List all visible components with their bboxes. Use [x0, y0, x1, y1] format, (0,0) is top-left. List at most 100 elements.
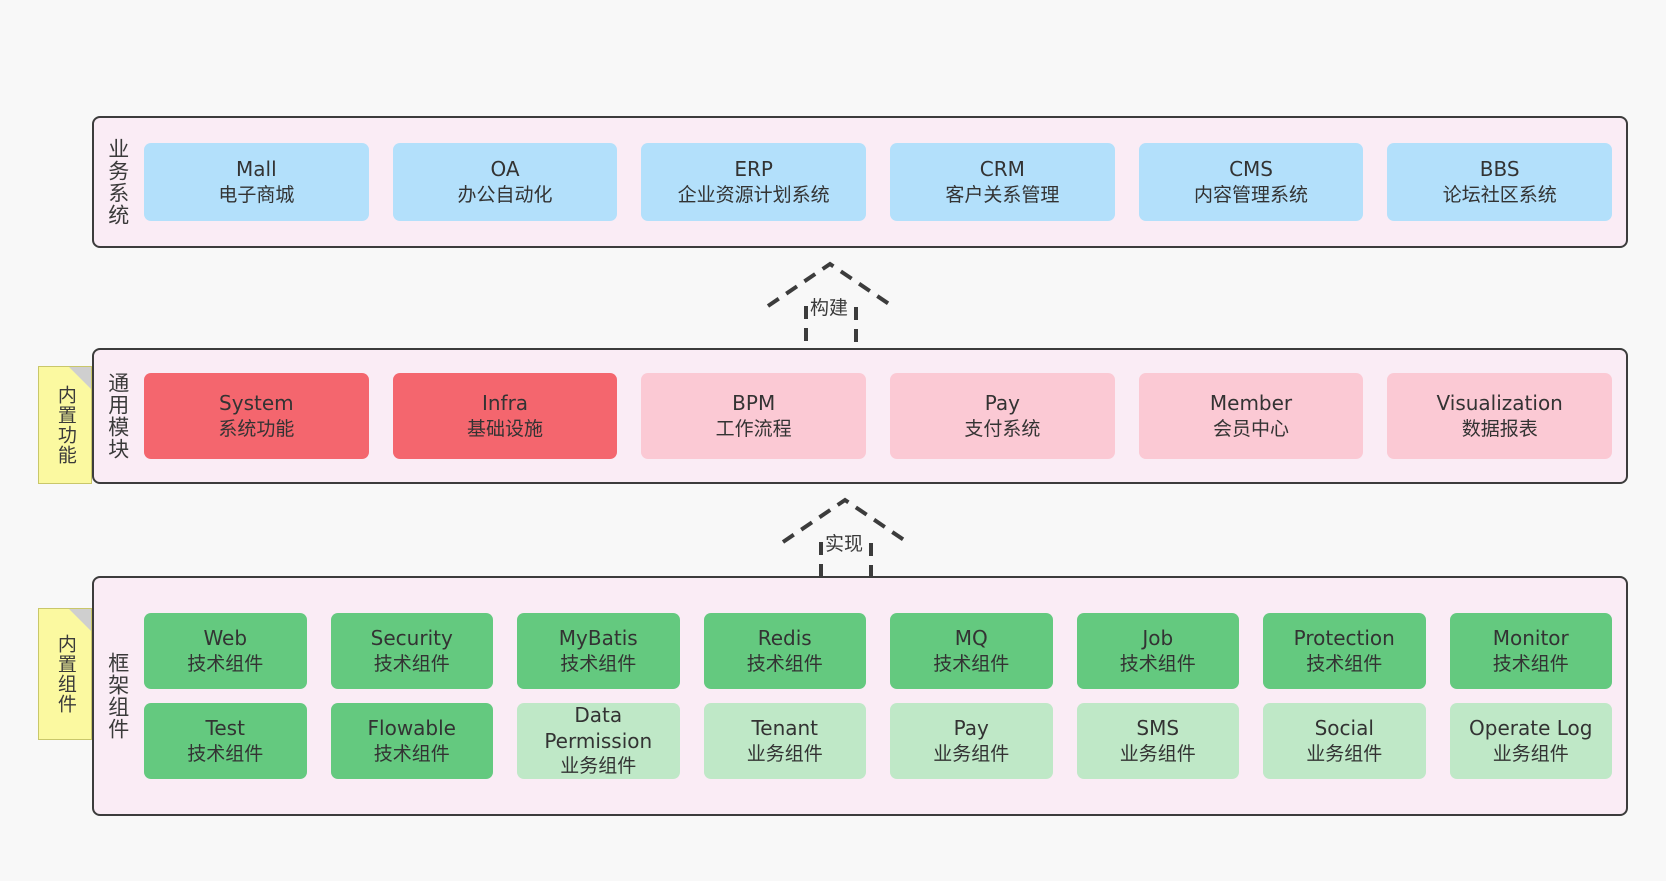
connector-build-label: 构建: [810, 297, 849, 319]
card-desc: 技术组件: [373, 742, 450, 765]
card-name: MyBatis: [558, 626, 638, 651]
card-name: BBS: [1479, 157, 1520, 182]
card-desc: 会员中心: [1213, 417, 1290, 440]
card-desc: 技术组件: [746, 652, 823, 675]
card-desc: 技术组件: [187, 652, 264, 675]
card-desc: 支付系统: [964, 417, 1041, 440]
card-name: Flowable: [367, 716, 456, 741]
card-name: Operate Log: [1469, 716, 1593, 741]
card-desc: 业务组件: [1119, 742, 1196, 765]
card-name: Test: [205, 716, 245, 741]
card-name: SMS: [1136, 716, 1180, 741]
card-desc: 技术组件: [373, 652, 450, 675]
card-name: Monitor: [1492, 626, 1569, 651]
card-desc: 技术组件: [1492, 652, 1569, 675]
card-desc: 办公自动化: [457, 183, 553, 206]
card-desc: 工作流程: [715, 417, 792, 440]
card-desc: 基础设施: [467, 417, 544, 440]
card-name: Web: [203, 626, 248, 651]
card-name: BPM: [732, 391, 776, 416]
card-desc: 技术组件: [560, 652, 637, 675]
card-name: Infra: [481, 391, 529, 416]
card-desc: 技术组件: [1119, 652, 1196, 675]
card-desc: 系统功能: [218, 417, 295, 440]
card-desc: 技术组件: [933, 652, 1010, 675]
layer-modules-label: 通用模块: [105, 372, 130, 460]
card-name: CMS: [1229, 157, 1273, 182]
card-desc: 客户关系管理: [945, 183, 1060, 206]
card-desc: 论坛社区系统: [1442, 183, 1557, 206]
card-name: Member: [1209, 391, 1293, 416]
card-desc: 内容管理系统: [1194, 183, 1309, 206]
card-desc: 业务组件: [1306, 742, 1383, 765]
layer-framework-label: 框架组件: [105, 652, 130, 740]
card-name: Social: [1314, 716, 1374, 741]
card-name: Pay: [984, 391, 1020, 416]
card-desc: 技术组件: [187, 742, 264, 765]
card-name: Data Permission: [544, 703, 653, 753]
card-name: MQ: [954, 626, 988, 651]
card-desc: 业务组件: [746, 742, 823, 765]
card-desc: 技术组件: [1306, 652, 1383, 675]
card-desc: 电子商城: [218, 183, 295, 206]
card-desc: 企业资源计划系统: [677, 183, 830, 206]
card-desc: 业务组件: [933, 742, 1010, 765]
card-name: Job: [1142, 626, 1174, 651]
card-desc: 业务组件: [560, 755, 637, 778]
card-name: Visualization: [1436, 391, 1563, 416]
card-name: Tenant: [751, 716, 819, 741]
note-builtin-components: 内置组件: [38, 608, 92, 740]
card-name: CRM: [979, 157, 1025, 182]
card-name: Pay: [953, 716, 989, 741]
card-name: System: [219, 391, 294, 416]
note-builtin-features: 内置功能: [38, 366, 92, 484]
card-desc: 数据报表: [1461, 417, 1538, 440]
card-desc: 业务组件: [1492, 742, 1569, 765]
card-name: Redis: [757, 626, 812, 651]
card-name: Security: [370, 626, 453, 651]
card-name: ERP: [734, 157, 773, 182]
card-name: OA: [490, 157, 520, 182]
card-name: Protection: [1293, 626, 1395, 651]
card-name: Mall: [236, 157, 277, 182]
